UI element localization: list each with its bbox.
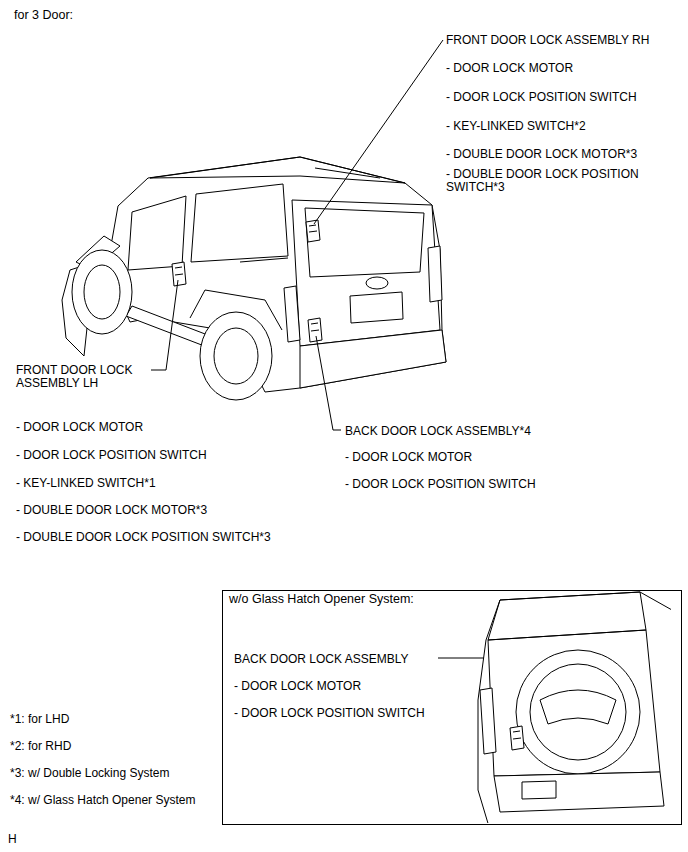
part-label: - DOOR LOCK POSITION SWITCH <box>234 706 425 720</box>
part-label: - DOOR LOCK POSITION SWITCH <box>345 477 536 491</box>
inset-heading: w/o Glass Hatch Opener System: <box>223 591 681 607</box>
footnote: *3: w/ Double Locking System <box>10 766 169 780</box>
part-label: - DOOR LOCK MOTOR <box>234 679 361 693</box>
figure-code: H <box>8 832 17 846</box>
part-label: - DOUBLE DOOR LOCK POSITION SWITCH*3 <box>446 168 651 194</box>
part-label: - KEY-LINKED SWITCH*2 <box>446 119 586 133</box>
part-label: - DOOR LOCK MOTOR <box>345 450 472 464</box>
part-label: - DOOR LOCK MOTOR <box>446 61 573 75</box>
diagram-title: for 3 Door: <box>14 8 73 22</box>
part-label: - DOUBLE DOOR LOCK POSITION SWITCH*3 <box>16 530 271 544</box>
part-label: FRONT DOOR LOCK ASSEMBLY RH <box>446 33 649 47</box>
part-label: - KEY-LINKED SWITCH*1 <box>16 476 156 490</box>
part-label: - DOUBLE DOOR LOCK MOTOR*3 <box>446 147 637 161</box>
part-label: - DOOR LOCK MOTOR <box>16 420 143 434</box>
footnote: *4: w/ Glass Hatch Opener System <box>10 793 195 807</box>
part-label: - DOOR LOCK POSITION SWITCH <box>16 448 207 462</box>
footnote: *1: for LHD <box>10 712 69 726</box>
part-label: BACK DOOR LOCK ASSEMBLY <box>234 652 409 666</box>
part-label: BACK DOOR LOCK ASSEMBLY*4 <box>345 424 531 438</box>
part-label: - DOUBLE DOOR LOCK MOTOR*3 <box>16 503 207 517</box>
footnote: *2: for RHD <box>10 739 71 753</box>
part-label: FRONT DOOR LOCK ASSEMBLY LH <box>16 364 166 390</box>
part-label: - DOOR LOCK POSITION SWITCH <box>446 90 637 104</box>
